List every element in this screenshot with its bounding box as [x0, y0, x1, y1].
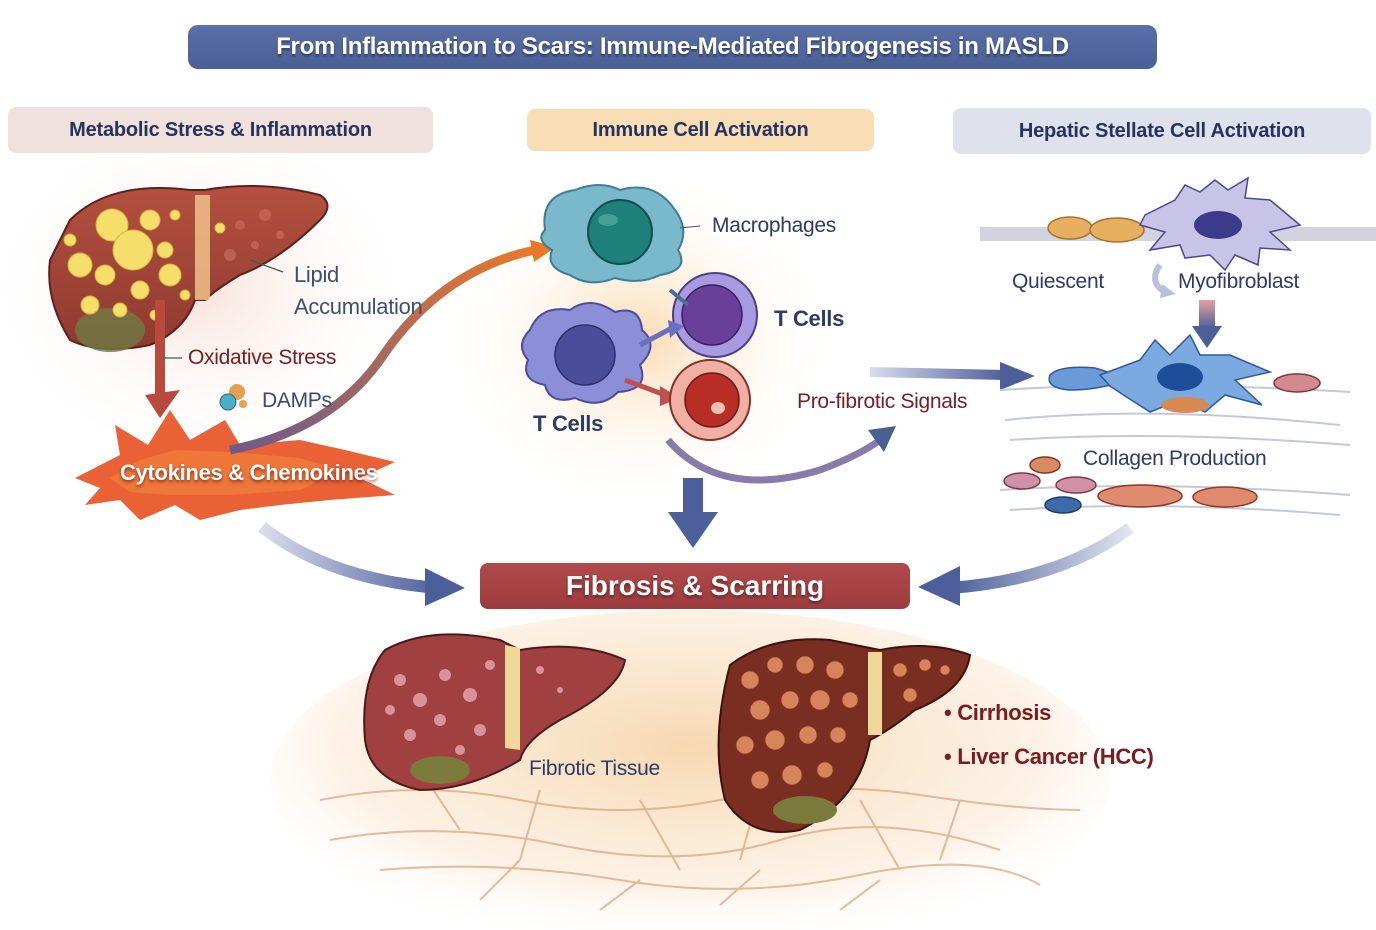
fibrotic-liver-illustration	[363, 633, 627, 792]
fatty-liver-illustration	[48, 185, 329, 352]
damps-icon	[219, 384, 247, 411]
page-title: From Inflammation to Scars: Immune-Media…	[188, 25, 1157, 69]
label-fibrotic-tissue: Fibrotic Tissue	[529, 757, 660, 780]
myofibroblast-down-arrow	[1199, 300, 1215, 328]
pro-fibrotic-arrow-top	[869, 367, 1006, 380]
cytokines-burst	[75, 410, 395, 520]
label-damps: DAMPs	[262, 389, 332, 412]
pro-fibrotic-arrow-bottom	[665, 437, 883, 484]
t-cell-blue-illustration	[521, 302, 684, 406]
label-pro-fibrotic-signals: Pro-fibrotic Signals	[797, 390, 968, 413]
immune-to-fibrosis-arrow	[683, 478, 703, 513]
label-macrophages: Macrophages	[712, 214, 836, 237]
stellate-to-fibrosis-arrow	[949, 523, 1134, 594]
label-t-cells-left: T Cells	[533, 411, 604, 436]
activated-stellate-illustration	[1048, 333, 1321, 413]
label-lipid: Lipid	[294, 262, 339, 287]
metabolic-to-fibrosis-arrow	[258, 522, 441, 594]
section-header-metabolic: Metabolic Stress & Inflammation	[8, 107, 433, 153]
consequence-liver-cancer: • Liver Cancer (HCC)	[944, 744, 1154, 769]
red-cell-illustration	[669, 359, 751, 441]
label-t-cells-right: T Cells	[774, 306, 845, 331]
consequence-cirrhosis: • Cirrhosis	[944, 700, 1052, 725]
label-collagen-production: Collagen Production	[1083, 447, 1267, 470]
cirrhotic-liver-illustration	[717, 638, 972, 833]
label-myofibroblast: Myofibroblast	[1178, 270, 1299, 293]
label-cytokines: Cytokines & Chemokines	[120, 460, 378, 485]
label-quiescent: Quiescent	[1012, 270, 1104, 293]
label-oxidative-stress: Oxidative Stress	[188, 346, 337, 369]
macrophage-illustration	[540, 184, 685, 284]
collagen-cells	[1003, 456, 1258, 514]
section-header-immune: Immune Cell Activation	[527, 109, 874, 151]
cytokine-to-macrophage-arrow	[229, 245, 536, 455]
myofibroblast-illustration	[1138, 176, 1302, 272]
t-cell-purple-illustration	[668, 272, 758, 358]
fibrosis-scarring-box: Fibrosis & Scarring	[480, 563, 910, 609]
section-header-stellate: Hepatic Stellate Cell Activation	[953, 108, 1371, 154]
label-accumulation: Accumulation	[294, 294, 423, 319]
